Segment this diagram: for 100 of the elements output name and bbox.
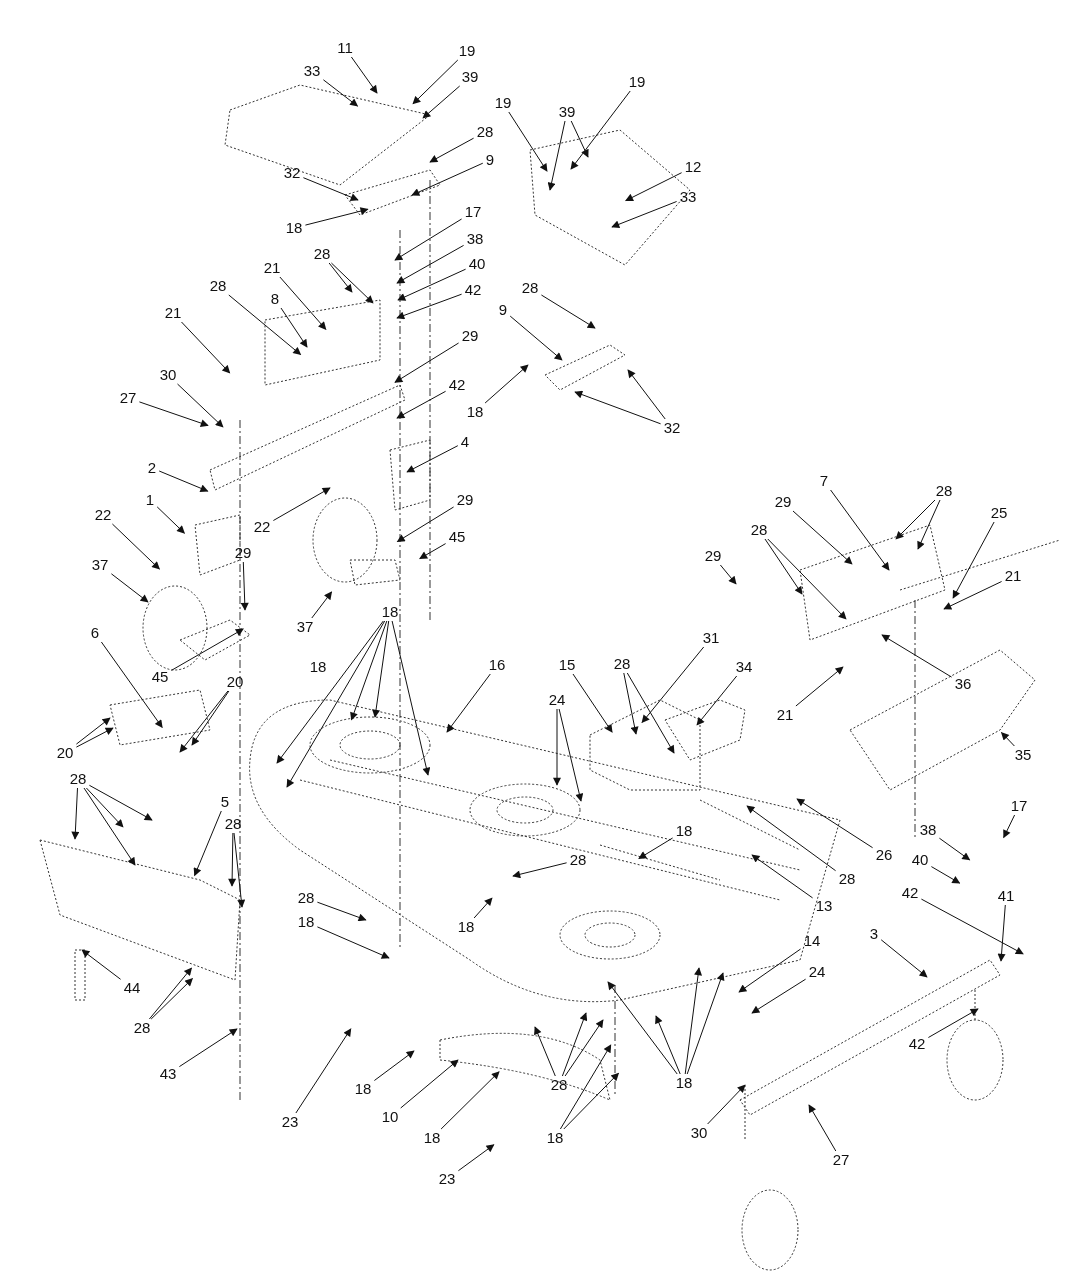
- leader-line: [719, 564, 737, 585]
- callout-number: 32: [282, 165, 302, 181]
- callout-number: 18: [465, 404, 485, 420]
- leader-line: [400, 1059, 459, 1109]
- leader-line: [193, 810, 222, 877]
- callout-number: 1: [144, 492, 156, 508]
- leader-line: [627, 369, 666, 420]
- leader-line: [83, 787, 136, 866]
- callout-number: 20: [55, 745, 75, 761]
- callout-number: 13: [814, 898, 834, 914]
- leader-line: [322, 79, 359, 107]
- leader-line: [607, 981, 678, 1075]
- leader-line: [316, 926, 390, 959]
- callout-number: 29: [455, 492, 475, 508]
- leader-line: [228, 832, 237, 887]
- leader-line: [641, 646, 705, 724]
- leader-line: [411, 162, 484, 196]
- leader-line: [100, 641, 163, 729]
- leader-line: [655, 1015, 681, 1075]
- leader-line: [767, 538, 847, 620]
- callout-number: 4: [459, 434, 471, 450]
- leader-line: [943, 581, 1003, 610]
- leader-line: [446, 673, 491, 733]
- leader-line: [391, 620, 431, 776]
- leader-line: [422, 85, 461, 119]
- leader-line: [181, 321, 231, 374]
- callout-number: 33: [678, 189, 698, 205]
- callout-number: 28: [520, 280, 540, 296]
- callout-number: 18: [422, 1130, 442, 1146]
- leader-line: [138, 401, 209, 427]
- leader-line: [686, 972, 725, 1075]
- leader-line: [228, 294, 302, 356]
- leader-line: [534, 1026, 556, 1077]
- callout-number: 15: [557, 657, 577, 673]
- leader-line: [85, 787, 124, 828]
- callout-number: 36: [953, 676, 973, 692]
- callout-number: 35: [1013, 747, 1033, 763]
- callout-number: 40: [910, 852, 930, 868]
- callout-number: 20: [225, 674, 245, 690]
- callout-number: 9: [484, 152, 496, 168]
- callout-number: 2: [146, 460, 158, 476]
- callout-number: 37: [295, 619, 315, 635]
- leader-line: [396, 506, 455, 543]
- leader-line: [638, 837, 674, 859]
- leader-line: [830, 489, 890, 571]
- callout-number: 12: [683, 159, 703, 175]
- callout-number: 42: [463, 282, 483, 298]
- leader-line: [1000, 731, 1015, 747]
- leader-line: [279, 276, 327, 330]
- leader-line: [148, 967, 192, 1020]
- callout-number: 17: [463, 204, 483, 220]
- leader-line: [952, 521, 995, 599]
- callout-number: 34: [734, 659, 754, 675]
- callout-number: 28: [132, 1020, 152, 1036]
- leader-line: [764, 538, 803, 595]
- leader-line: [71, 787, 80, 840]
- callout-number: 17: [1009, 798, 1029, 814]
- leader-line: [746, 805, 837, 872]
- callout-number: 42: [447, 377, 467, 393]
- leader-line: [508, 111, 548, 172]
- leader-line: [561, 1012, 588, 1077]
- leader-line: [177, 383, 224, 428]
- callout-number: 24: [547, 692, 567, 708]
- callout-number: 16: [487, 657, 507, 673]
- callout-number: 22: [252, 519, 272, 535]
- callout-number: 38: [465, 231, 485, 247]
- leader-line: [81, 949, 122, 980]
- callout-number: 19: [627, 74, 647, 90]
- callout-number: 26: [874, 847, 894, 863]
- callout-number: 42: [900, 885, 920, 901]
- callout-number: 21: [775, 707, 795, 723]
- leader-line: [156, 506, 185, 534]
- callout-number: 28: [549, 1077, 569, 1093]
- callout-number: 28: [749, 522, 769, 538]
- leader-line: [394, 218, 463, 261]
- leader-line: [540, 294, 596, 329]
- callout-number: 37: [90, 557, 110, 573]
- leader-line: [895, 499, 936, 540]
- leader-line: [457, 1144, 495, 1172]
- leader-line: [572, 673, 613, 733]
- callout-number: 30: [158, 367, 178, 383]
- leader-line: [350, 620, 388, 721]
- callout-number: 21: [1003, 568, 1023, 584]
- leader-line: [611, 201, 678, 229]
- callout-number: 18: [674, 823, 694, 839]
- leader-line: [394, 342, 460, 383]
- callout-number: 43: [158, 1066, 178, 1082]
- leader-line: [158, 470, 209, 493]
- callout-number: 11: [336, 40, 354, 56]
- leader-line: [75, 727, 114, 748]
- callout-number: 24: [807, 964, 827, 980]
- callout-number: 44: [122, 980, 142, 996]
- leader-line: [509, 315, 563, 361]
- callout-number: 31: [701, 630, 721, 646]
- leader-line: [110, 573, 149, 603]
- callout-number: 28: [837, 871, 857, 887]
- callout-number: 23: [280, 1114, 300, 1130]
- leader-line: [328, 262, 353, 293]
- callout-number: 5: [219, 794, 231, 810]
- leader-line: [111, 523, 160, 570]
